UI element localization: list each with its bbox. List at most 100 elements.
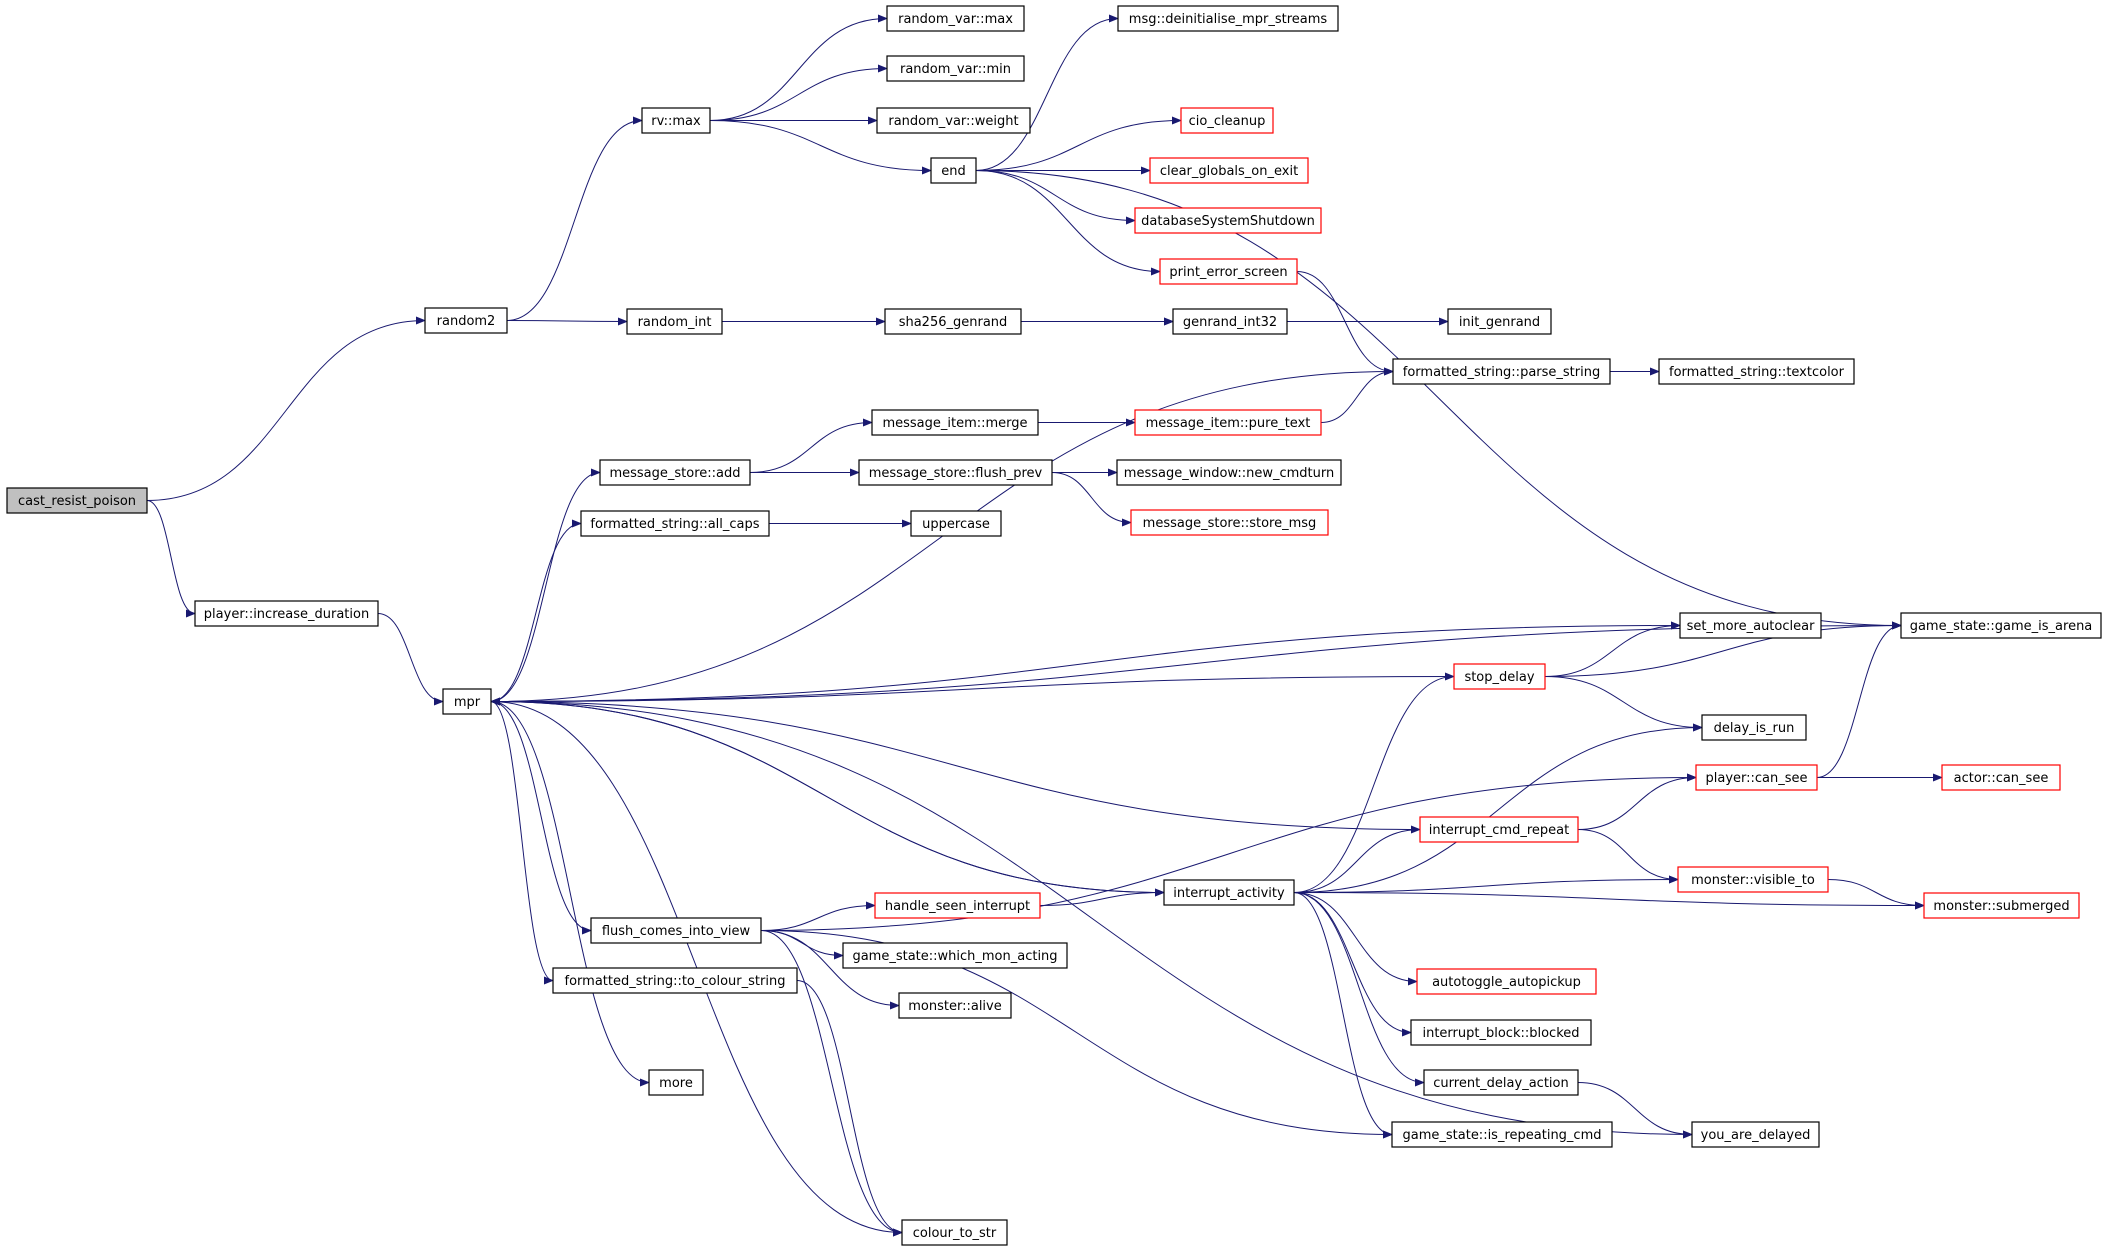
node-label: formatted_string::all_caps	[590, 517, 759, 532]
node-fs-all-caps[interactable]: formatted_string::all_caps	[580, 510, 770, 537]
node-random2[interactable]: random2	[424, 307, 508, 334]
node-message-store-store-msg[interactable]: message_store::store_msg	[1130, 509, 1329, 536]
node-box	[1691, 1121, 1820, 1148]
node-init-genrand[interactable]: init_genrand	[1447, 308, 1552, 335]
node-fs-to-colour-string[interactable]: formatted_string::to_colour_string	[552, 967, 798, 994]
node-monster-alive[interactable]: monster::alive	[898, 992, 1012, 1019]
node-label: sha256_genrand	[899, 315, 1008, 330]
node-message-item-pure-text[interactable]: message_item::pure_text	[1134, 409, 1322, 436]
node-label: game_state::which_mon_acting	[852, 949, 1057, 964]
node-label: game_state::is_repeating_cmd	[1403, 1128, 1602, 1143]
edge-end-to-cio-cleanup	[975, 116, 1182, 171]
node-box	[1163, 879, 1295, 906]
node-label: colour_to_str	[913, 1226, 997, 1241]
node-player-can-see[interactable]: player::can_see	[1695, 764, 1818, 791]
node-message-item-merge[interactable]: message_item::merge	[871, 409, 1039, 436]
node-monster-submerged[interactable]: monster::submerged	[1923, 892, 2080, 919]
node-message-store-add[interactable]: message_store::add	[599, 459, 751, 486]
node-label: random_var::max	[898, 12, 1013, 27]
node-box	[641, 107, 711, 134]
node-which-mon-acting[interactable]: game_state::which_mon_acting	[842, 942, 1068, 969]
edge-mpr-to-flush-comes-into-view	[490, 701, 592, 935]
node-box	[1159, 258, 1298, 285]
node-box	[1180, 107, 1274, 134]
node-handle-seen-interrupt[interactable]: handle_seen_interrupt	[874, 892, 1041, 919]
node-game-is-arena[interactable]: game_state::game_is_arena	[1900, 612, 2102, 639]
node-is-repeating-cmd[interactable]: game_state::is_repeating_cmd	[1391, 1121, 1613, 1148]
node-print-error-screen[interactable]: print_error_screen	[1159, 258, 1298, 285]
edge-mpr-to-colour-to-str	[490, 701, 903, 1237]
node-msg-deinit[interactable]: msg::deinitialise_mpr_streams	[1117, 5, 1339, 32]
edge-flush-comes-into-view-to-is-repeating-cmd	[760, 930, 1393, 1139]
node-random-int[interactable]: random_int	[626, 308, 723, 335]
node-box	[1447, 308, 1552, 335]
node-label: stop_delay	[1464, 670, 1534, 685]
node-random-var-weight[interactable]: random_var::weight	[876, 107, 1031, 134]
node-box	[648, 1069, 704, 1096]
edge-interrupt-activity-to-is-repeating-cmd	[1293, 892, 1393, 1139]
node-monster-visible-to[interactable]: monster::visible_to	[1677, 866, 1829, 893]
node-box	[424, 307, 508, 334]
node-label: player::increase_duration	[204, 607, 369, 622]
node-label: formatted_string::to_colour_string	[565, 974, 786, 989]
node-databaseSystemShutdown[interactable]: databaseSystemShutdown	[1134, 207, 1322, 234]
node-label: clear_globals_on_exit	[1160, 164, 1298, 179]
node-box	[1116, 459, 1342, 486]
edge-interrupt-activity-to-delay-is-run	[1293, 723, 1703, 893]
node-label: msg::deinitialise_mpr_streams	[1129, 12, 1328, 27]
edge-mpr-to-you-are-delayed	[490, 701, 1693, 1139]
node-message-store-flush-prev[interactable]: message_store::flush_prev	[858, 459, 1053, 486]
edge-flush-comes-into-view-to-colour-to-str	[760, 930, 903, 1237]
node-cast-resist-poison[interactable]: cast_resist_poison	[6, 487, 148, 514]
node-message-window-new-cmdturn[interactable]: message_window::new_cmdturn	[1116, 459, 1342, 486]
node-random-var-max[interactable]: random_var::max	[886, 5, 1025, 32]
node-random-var-min[interactable]: random_var::min	[886, 55, 1025, 82]
edge-interrupt-cmd-repeat-to-mpr	[490, 697, 1421, 830]
node-box	[6, 487, 148, 514]
node-box	[1391, 1121, 1613, 1148]
node-current-delay-action[interactable]: current_delay_action	[1423, 1069, 1579, 1096]
edge-rv-max-to-random-var-max	[709, 14, 888, 121]
node-flush-comes-into-view[interactable]: flush_comes_into_view	[590, 917, 762, 944]
node-cio-cleanup[interactable]: cio_cleanup	[1180, 107, 1274, 134]
node-player-increase-duration[interactable]: player::increase_duration	[194, 600, 379, 627]
node-genrand-int32[interactable]: genrand_int32	[1172, 308, 1288, 335]
node-more[interactable]: more	[648, 1069, 704, 1096]
node-delay-is-run[interactable]: delay_is_run	[1701, 714, 1807, 741]
node-box	[898, 992, 1012, 1019]
node-sha256-genrand[interactable]: sha256_genrand	[884, 308, 1022, 335]
node-actor-can-see[interactable]: actor::can_see	[1941, 764, 2061, 791]
edge-mpr-to-fs-all-caps	[490, 519, 582, 702]
node-interrupt-cmd-repeat[interactable]: interrupt_cmd_repeat	[1419, 816, 1579, 843]
node-box	[599, 459, 751, 486]
node-mpr[interactable]: mpr	[442, 688, 492, 715]
node-box	[442, 688, 492, 715]
edge-layer	[146, 14, 1943, 1237]
node-box	[842, 942, 1068, 969]
node-box	[626, 308, 723, 335]
node-autotoggle-autopickup[interactable]: autotoggle_autopickup	[1416, 968, 1597, 995]
node-stop-delay[interactable]: stop_delay	[1453, 663, 1546, 690]
node-box	[1416, 968, 1597, 995]
edge-end-to-msg-deinit	[975, 14, 1119, 171]
node-uppercase[interactable]: uppercase	[910, 510, 1002, 537]
edge-flush-comes-into-view-to-player-can-see	[760, 773, 1697, 931]
node-box	[1679, 612, 1822, 639]
node-end[interactable]: end	[930, 157, 977, 184]
node-interrupt-block-blocked[interactable]: interrupt_block::blocked	[1410, 1019, 1592, 1046]
node-set-more-autoclear[interactable]: set_more_autoclear	[1679, 612, 1822, 639]
node-colour-to-str[interactable]: colour_to_str	[901, 1219, 1008, 1246]
node-rv-max[interactable]: rv::max	[641, 107, 711, 134]
node-fs-parse-string[interactable]: formatted_string::parse_string	[1392, 358, 1611, 385]
node-clear-globals-on-exit[interactable]: clear_globals_on_exit	[1149, 157, 1309, 184]
node-box	[1658, 358, 1855, 385]
node-you-are-delayed[interactable]: you_are_delayed	[1691, 1121, 1820, 1148]
node-fs-textcolor[interactable]: formatted_string::textcolor	[1658, 358, 1855, 385]
edge-interrupt-activity-to-mpr	[490, 697, 1165, 893]
node-box	[886, 5, 1025, 32]
node-interrupt-activity[interactable]: interrupt_activity	[1163, 879, 1295, 906]
edge-mpr-to-fs-to-colour-string	[490, 701, 554, 985]
edge-mpr-to-more	[490, 701, 650, 1087]
node-label: rv::max	[651, 114, 701, 129]
